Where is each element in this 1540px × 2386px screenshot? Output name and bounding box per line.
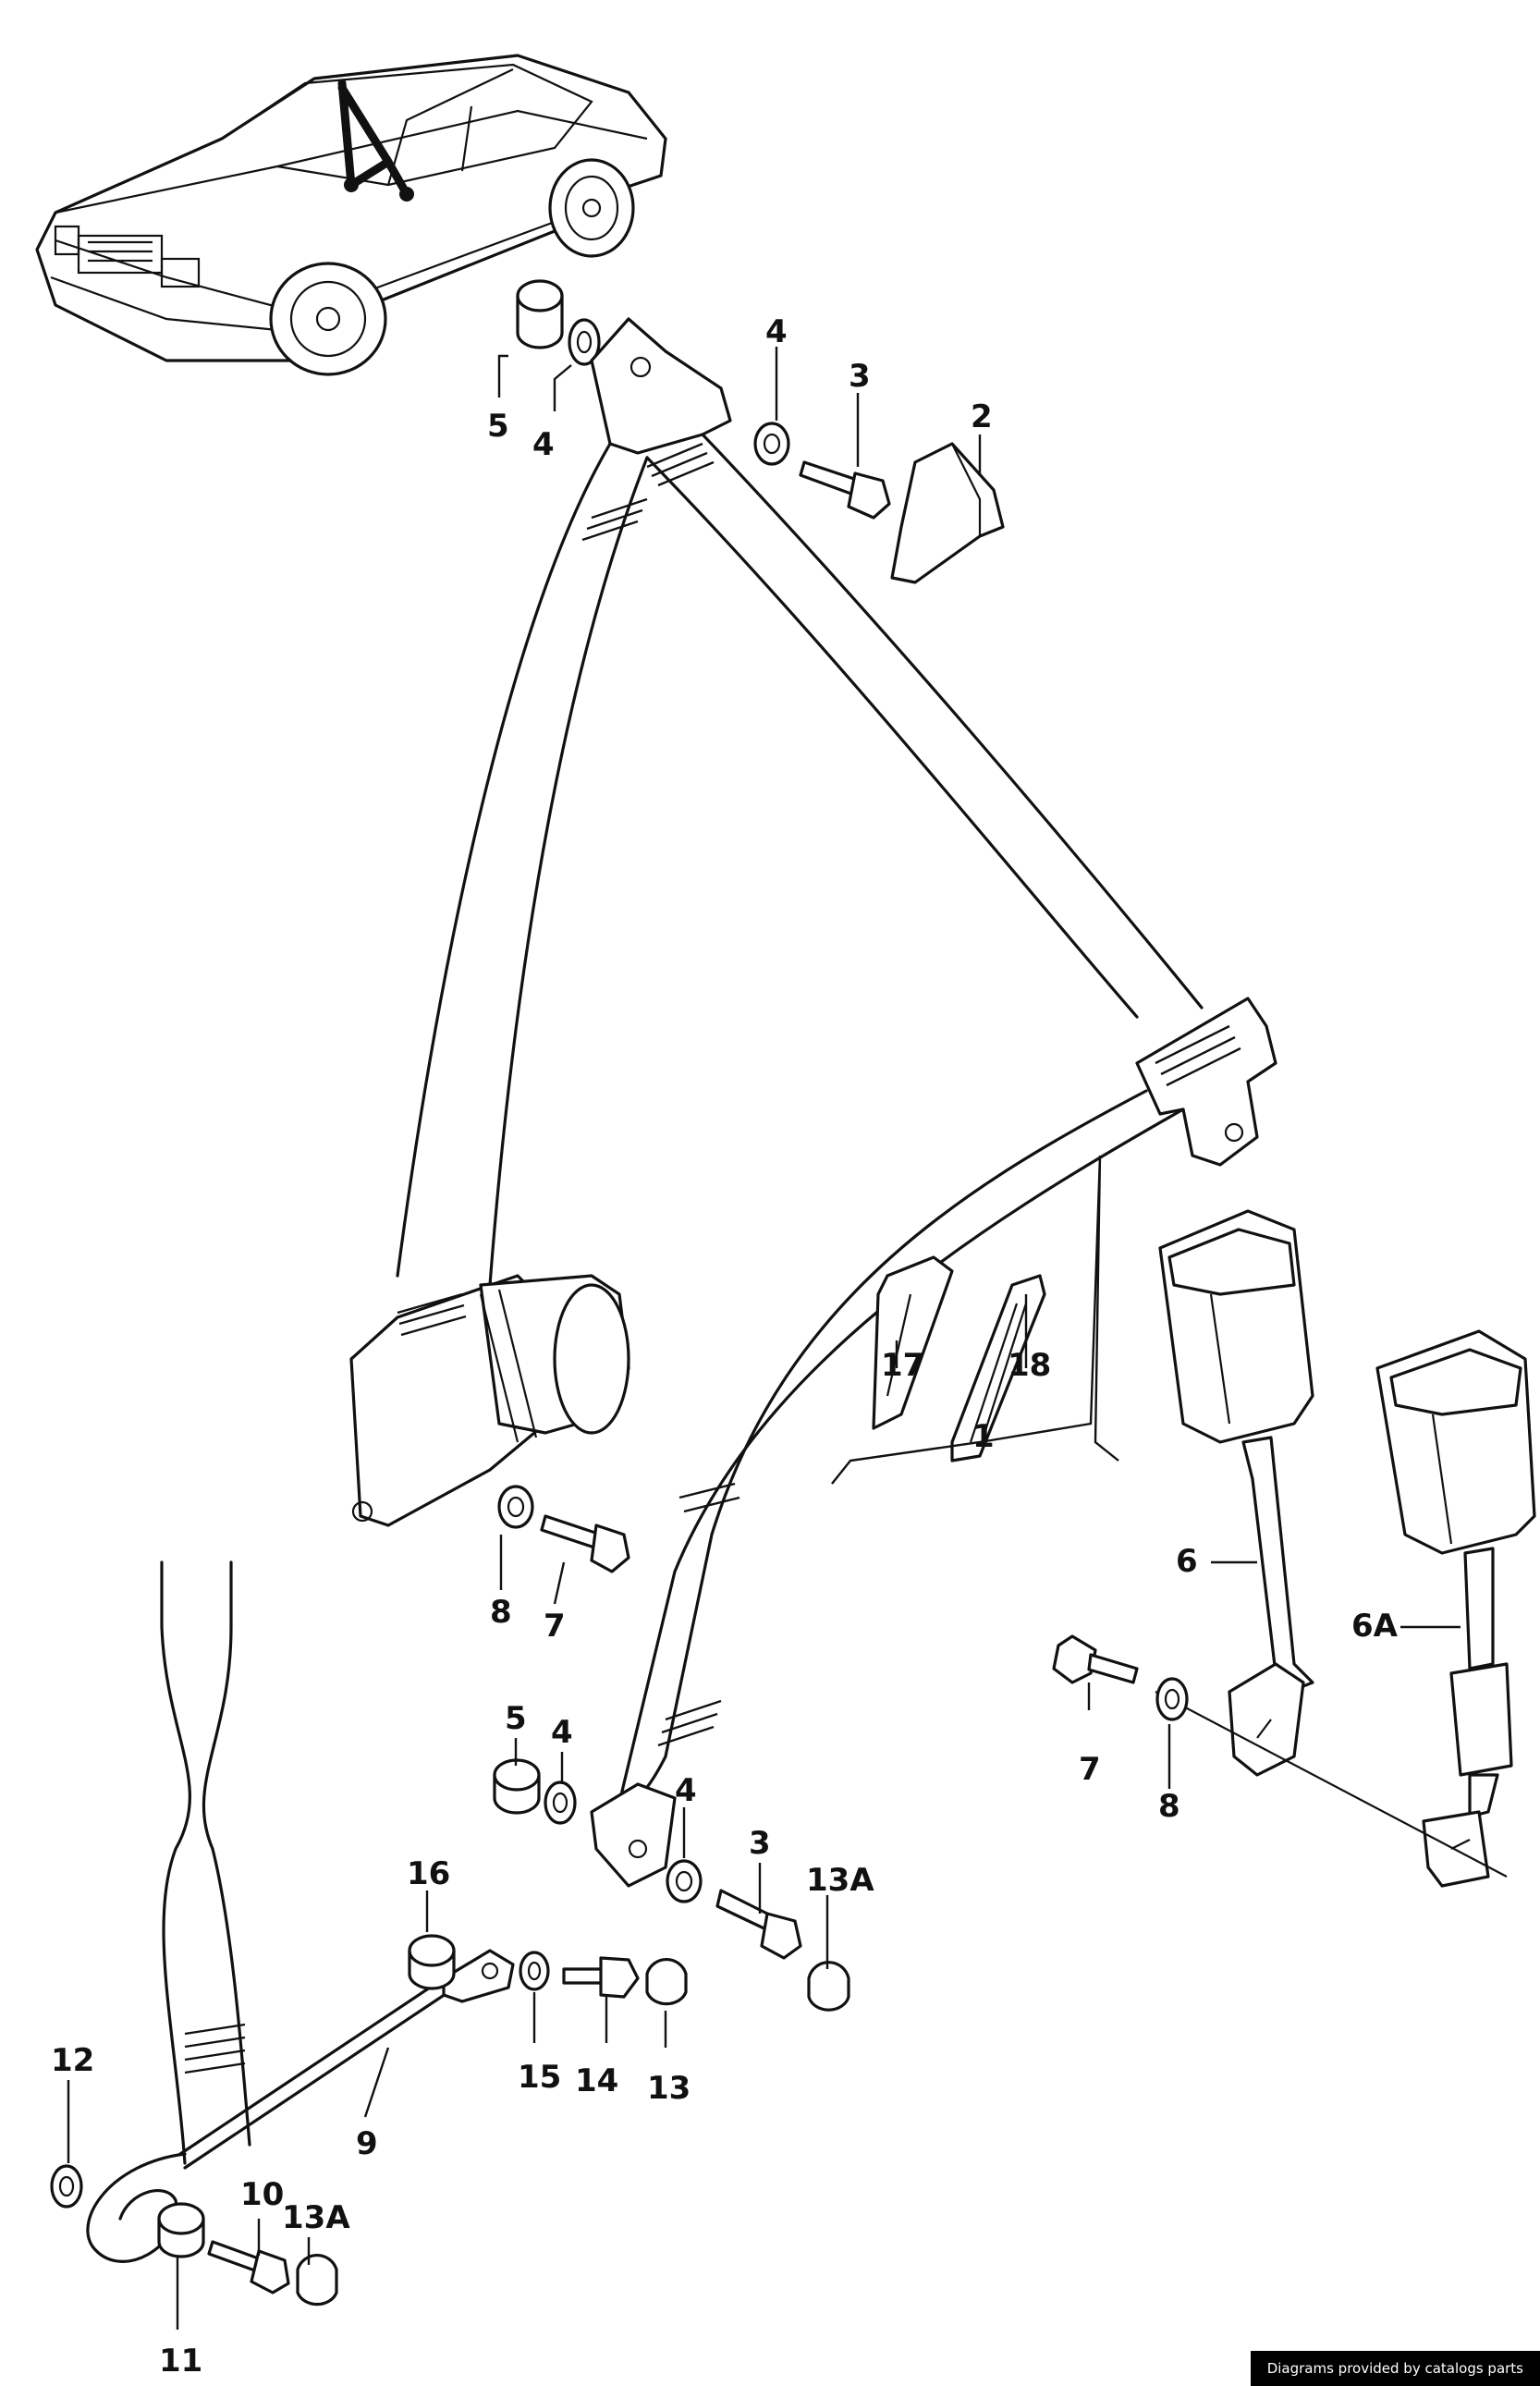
- label-13a-left: 13A: [282, 2199, 350, 2236]
- label-14: 14: [575, 2062, 618, 2099]
- label-11: 11: [159, 2343, 202, 2380]
- label-4-top-left: 4: [532, 426, 555, 463]
- seat-belt-webbing: [396, 433, 1277, 1814]
- belt-tongue-parts: [872, 1255, 1046, 1462]
- label-10: 10: [240, 2176, 284, 2213]
- label-3-bottom: 3: [749, 1825, 771, 1862]
- label-3-top: 3: [849, 358, 871, 395]
- label-4-bottom-left: 4: [551, 1714, 573, 1751]
- label-6a: 6A: [1351, 1608, 1399, 1645]
- lap-belt: [50, 1560, 688, 2306]
- label-18: 18: [1008, 1347, 1051, 1384]
- label-12: 12: [51, 2042, 94, 2079]
- label-17: 17: [881, 1347, 924, 1384]
- leader-lines: [67, 347, 1461, 2330]
- mount-axis-line: [1155, 1691, 1508, 1878]
- callout-labels: 5 4 4 3 2 17 18 1 6 6A 7 8 8 7 5 4 4 3 1…: [51, 313, 1399, 2380]
- buckle-6: [1158, 1209, 1314, 1777]
- label-4-bottom-right: 4: [675, 1772, 697, 1809]
- label-6: 6: [1176, 1543, 1198, 1580]
- retractor: [349, 1274, 630, 1527]
- upper-anchor-hardware: [516, 279, 1005, 584]
- label-2: 2: [971, 398, 993, 435]
- retractor-hardware: [497, 1485, 630, 1573]
- label-4-top-right: 4: [765, 313, 788, 350]
- label-16: 16: [407, 1855, 450, 1892]
- label-15: 15: [518, 2059, 561, 2096]
- lower-anchor-hardware: [493, 1758, 850, 2012]
- label-5-top: 5: [487, 408, 509, 445]
- label-5-bottom: 5: [505, 1700, 527, 1737]
- label-13a-right: 13A: [806, 1862, 874, 1899]
- label-9: 9: [356, 2125, 378, 2162]
- credit-footer: Diagrams provided by catalogs parts: [1250, 2351, 1540, 2386]
- label-7-right: 7: [1079, 1751, 1101, 1788]
- label-13: 13: [647, 2070, 691, 2107]
- label-7-center: 7: [544, 1608, 566, 1645]
- car-thumbnail: [35, 54, 667, 376]
- buckle-mount-hardware: [1052, 1634, 1189, 1721]
- buckle-6a: [1375, 1329, 1536, 1888]
- label-8-right: 8: [1158, 1788, 1180, 1825]
- label-1: 1: [972, 1418, 995, 1455]
- label-8-center: 8: [490, 1594, 512, 1631]
